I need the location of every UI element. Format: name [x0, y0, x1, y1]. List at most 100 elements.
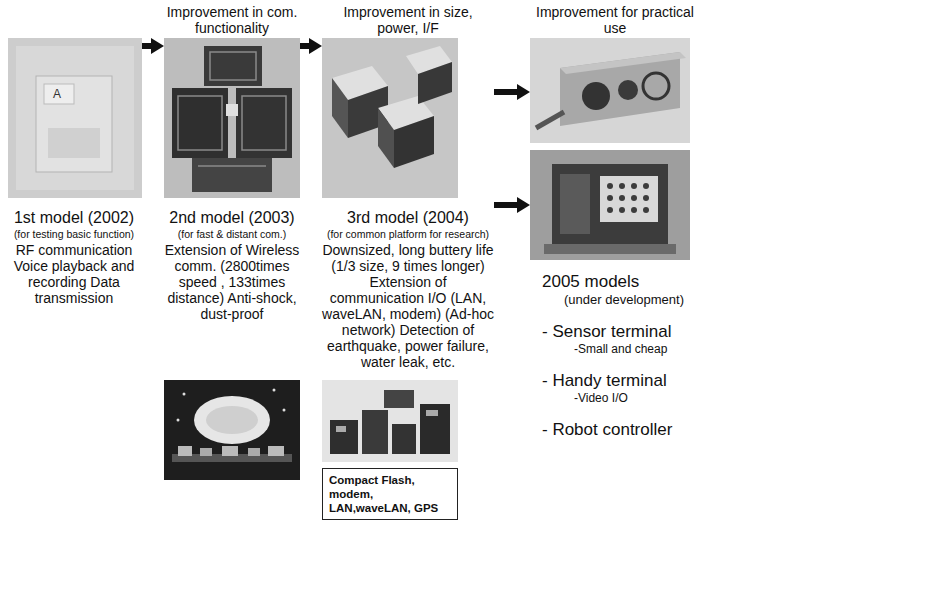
model-photo	[530, 150, 690, 260]
second-model-photo-part	[178, 52, 286, 166]
robot-controller-photo-part	[619, 207, 625, 213]
night-field-photo-part	[194, 396, 270, 444]
caption-text: (for testing basic function)	[6, 228, 142, 240]
night-field-photo-part	[177, 419, 180, 422]
device-row-photo-part	[322, 380, 458, 462]
first-model-photo-part	[36, 76, 112, 172]
second-model-photo-part	[242, 96, 286, 150]
arrow-shaft	[494, 202, 519, 208]
practical-model-photo-part	[530, 38, 690, 143]
caption-text: - Robot controller	[542, 420, 740, 440]
arrow-head	[309, 38, 322, 54]
model-photo: A	[8, 38, 142, 198]
second-model-photo-part	[164, 38, 300, 198]
device-row-photo-part	[392, 424, 416, 454]
improvement-heading: Improvement for practical use	[530, 2, 700, 38]
practical-model-photo	[530, 38, 690, 143]
night-field-photo-part	[200, 448, 212, 456]
arrow-shaft	[494, 89, 519, 95]
second-model-photo	[164, 38, 300, 198]
model-photo	[530, 38, 690, 143]
progress-arrow	[142, 38, 164, 54]
practical-model-photo-part	[536, 112, 564, 128]
device-row-photo-part	[426, 410, 438, 416]
improvement-heading: Improvement in size, power, I/F	[322, 2, 494, 38]
second-model-photo-part	[172, 88, 228, 158]
robot-controller-photo-part	[607, 207, 613, 213]
caption-text: - Handy terminal	[542, 371, 740, 391]
third-model-photo-part	[378, 108, 394, 168]
robot-controller-photo-part	[607, 195, 613, 201]
caption-text: Downsized, long buttery life (1/3 size, …	[322, 242, 494, 370]
arrow-head	[151, 38, 164, 54]
practical-model-photo-part	[560, 52, 686, 74]
night-field-photo-part	[222, 446, 238, 456]
first-model-photo-part	[8, 38, 142, 198]
caption-text: Compact Flash, modem, LAN,waveLAN, GPS	[329, 473, 451, 515]
first-model-photo-part	[44, 84, 74, 104]
caption-text: (for common platform for research)	[322, 228, 494, 240]
device-row-photo-part	[362, 410, 388, 454]
model-photo	[322, 38, 458, 198]
arrow-head	[517, 197, 530, 213]
model-photo	[164, 38, 300, 198]
night-field-photo	[164, 380, 300, 480]
robot-controller-photo-part	[560, 174, 590, 234]
third-model-photo-part	[332, 78, 348, 138]
future-model-list: 2005 models(under development)- Sensor t…	[530, 150, 740, 440]
second-model-photo-part	[210, 52, 256, 80]
second-model-photo-part	[192, 158, 272, 192]
caption-text: 2005 models	[542, 272, 740, 292]
caption-text: -Small and cheap	[574, 342, 740, 357]
device-row-photo-part	[384, 390, 414, 408]
robot-controller-photo-part	[544, 244, 676, 254]
model-caption: Improvement in size, power, I/F 3rd mode…	[322, 2, 494, 370]
caption-text: (for fast & distant com.)	[164, 228, 300, 240]
third-model-photo-part	[394, 116, 434, 168]
robot-controller-photo-part	[631, 207, 637, 213]
robot-controller-photo-part	[600, 176, 658, 222]
robot-controller-photo-part	[619, 183, 625, 189]
robot-controller-photo-part	[530, 150, 690, 260]
second-model-photo-part	[236, 88, 292, 158]
arrow-head	[517, 84, 530, 100]
night-field-photo-part	[206, 406, 258, 434]
practical-model-photo-part	[618, 80, 638, 100]
progress-arrow	[494, 197, 530, 213]
night-field-photo-part	[164, 380, 300, 480]
second-model-photo-part	[198, 165, 266, 167]
practical-model-photo-part	[643, 73, 669, 99]
night-field-photo-part	[273, 389, 276, 392]
night-field-photo-part	[268, 446, 284, 456]
robot-controller-photo-part	[607, 183, 613, 189]
first-model-photo-part	[48, 128, 100, 158]
robot-controller-photo-part	[631, 183, 637, 189]
practical-model-photo-part	[582, 82, 610, 110]
io-box: Compact Flash, modem, LAN,waveLAN, GPS	[322, 468, 458, 520]
first-model-photo	[8, 38, 142, 198]
device-row-photo-part	[336, 426, 346, 432]
caption-text: (under development)	[564, 292, 740, 308]
model-caption: A 1st model (2002)(for testing basic func…	[6, 38, 142, 306]
robot-controller-photo-part	[619, 195, 625, 201]
third-model-photo	[322, 38, 458, 198]
night-field-photo-part	[283, 409, 286, 412]
robot-controller-photo-part	[607, 183, 649, 213]
robot-controller-photo-part	[643, 195, 649, 201]
second-model-photo-part	[178, 96, 222, 150]
night-field-photo-part	[248, 448, 260, 456]
third-model-photo-part	[322, 38, 458, 198]
night-field-photo-part	[178, 446, 192, 456]
device-row-photo-part	[420, 404, 450, 454]
caption-text: RF communication Voice playback and reco…	[6, 242, 142, 306]
device-row-photo-part	[330, 420, 358, 454]
caption-text: 2nd model (2003)	[164, 208, 300, 227]
caption-text: 1st model (2002)	[6, 208, 142, 227]
robot-controller-photo	[530, 150, 690, 260]
robot-controller-photo-part	[552, 164, 668, 248]
improvement-heading: Improvement in com. functionality	[164, 2, 300, 38]
progress-arrow	[300, 38, 322, 54]
robot-controller-photo-part	[631, 195, 637, 201]
second-model-photo-part	[204, 46, 262, 86]
robot-controller-photo-part	[643, 207, 649, 213]
